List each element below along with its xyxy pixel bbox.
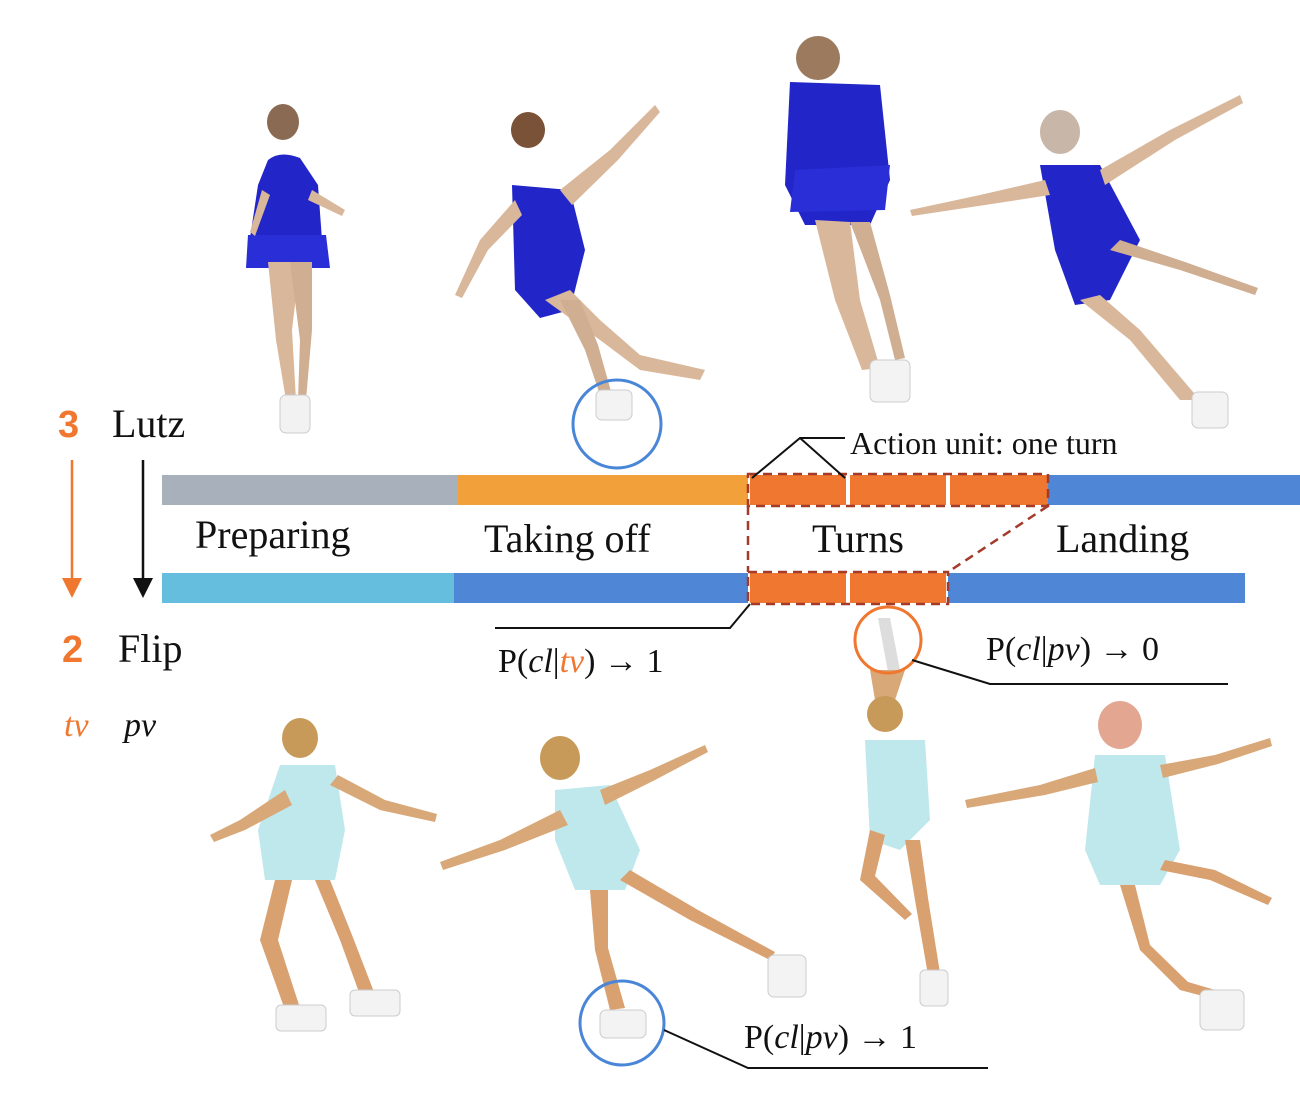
lutz-skater-preparing-image <box>246 104 345 434</box>
orange-down-arrow <box>62 460 82 598</box>
lutz-timeline-bar <box>162 475 1300 505</box>
flip-turn-unit-1 <box>750 573 846 603</box>
phase-label-landing: Landing <box>1056 516 1189 561</box>
phase-label-preparing: Preparing <box>195 512 351 557</box>
lutz-label: Lutz <box>112 401 185 446</box>
action-unit-label: Action unit: one turn <box>850 425 1118 461</box>
flip-skater-landing-image <box>965 701 1272 1031</box>
tv-probability-leader-line <box>495 603 751 629</box>
flip-blade-highlight-orange-circle <box>853 605 923 675</box>
flip-taking-off-segment <box>454 573 748 603</box>
flip-skater-preparing-image <box>210 718 437 1032</box>
legend-pv: pv <box>122 707 157 744</box>
lutz-turn-unit-1 <box>750 475 846 505</box>
pv-probability-top-leader-line <box>911 659 1228 685</box>
phase-label-turns: Turns <box>812 516 904 561</box>
flip-label: Flip <box>118 626 182 671</box>
lutz-skater-taking-off-image <box>455 105 705 421</box>
flip-preparing-segment <box>162 573 454 603</box>
lutz-skater-landing-image <box>910 95 1258 429</box>
phase-label-taking-off: Taking off <box>484 516 651 561</box>
lutz-blade-highlight-circle <box>571 378 663 470</box>
lutz-landing-segment <box>1048 475 1300 505</box>
pv-probability-bottom-leader-line <box>663 1029 988 1069</box>
flip-blade-highlight-blue-circle <box>578 979 666 1067</box>
flip-number: 2 <box>62 629 83 671</box>
flip-skater-photos <box>210 618 1272 1039</box>
lutz-skater-photos <box>246 36 1258 434</box>
tv-probability-label: P(cl|tv) → 1 <box>498 643 663 680</box>
lutz-turn-unit-3 <box>950 475 1048 505</box>
legend-tv: tv <box>64 707 89 744</box>
flip-skater-turns-image <box>860 618 949 1007</box>
lutz-skater-turns-image <box>785 36 911 403</box>
lutz-preparing-segment <box>162 475 458 505</box>
lutz-number: 3 <box>58 404 79 446</box>
flip-turn-unit-2 <box>850 573 946 603</box>
turns-correspondence-dashed <box>746 472 1050 606</box>
lutz-taking-off-segment <box>458 475 748 505</box>
black-down-arrow <box>133 460 153 598</box>
pv-probability-top-label: P(cl|pv) → 0 <box>986 631 1159 668</box>
flip-timeline-bar <box>162 573 1245 603</box>
action-unit-callout-lines <box>751 437 846 479</box>
flip-skater-taking-off-image <box>440 736 807 1039</box>
lutz-turn-unit-2 <box>850 475 946 505</box>
flip-landing-segment <box>948 573 1245 603</box>
pv-probability-bottom-label: P(cl|pv) → 1 <box>744 1019 917 1056</box>
